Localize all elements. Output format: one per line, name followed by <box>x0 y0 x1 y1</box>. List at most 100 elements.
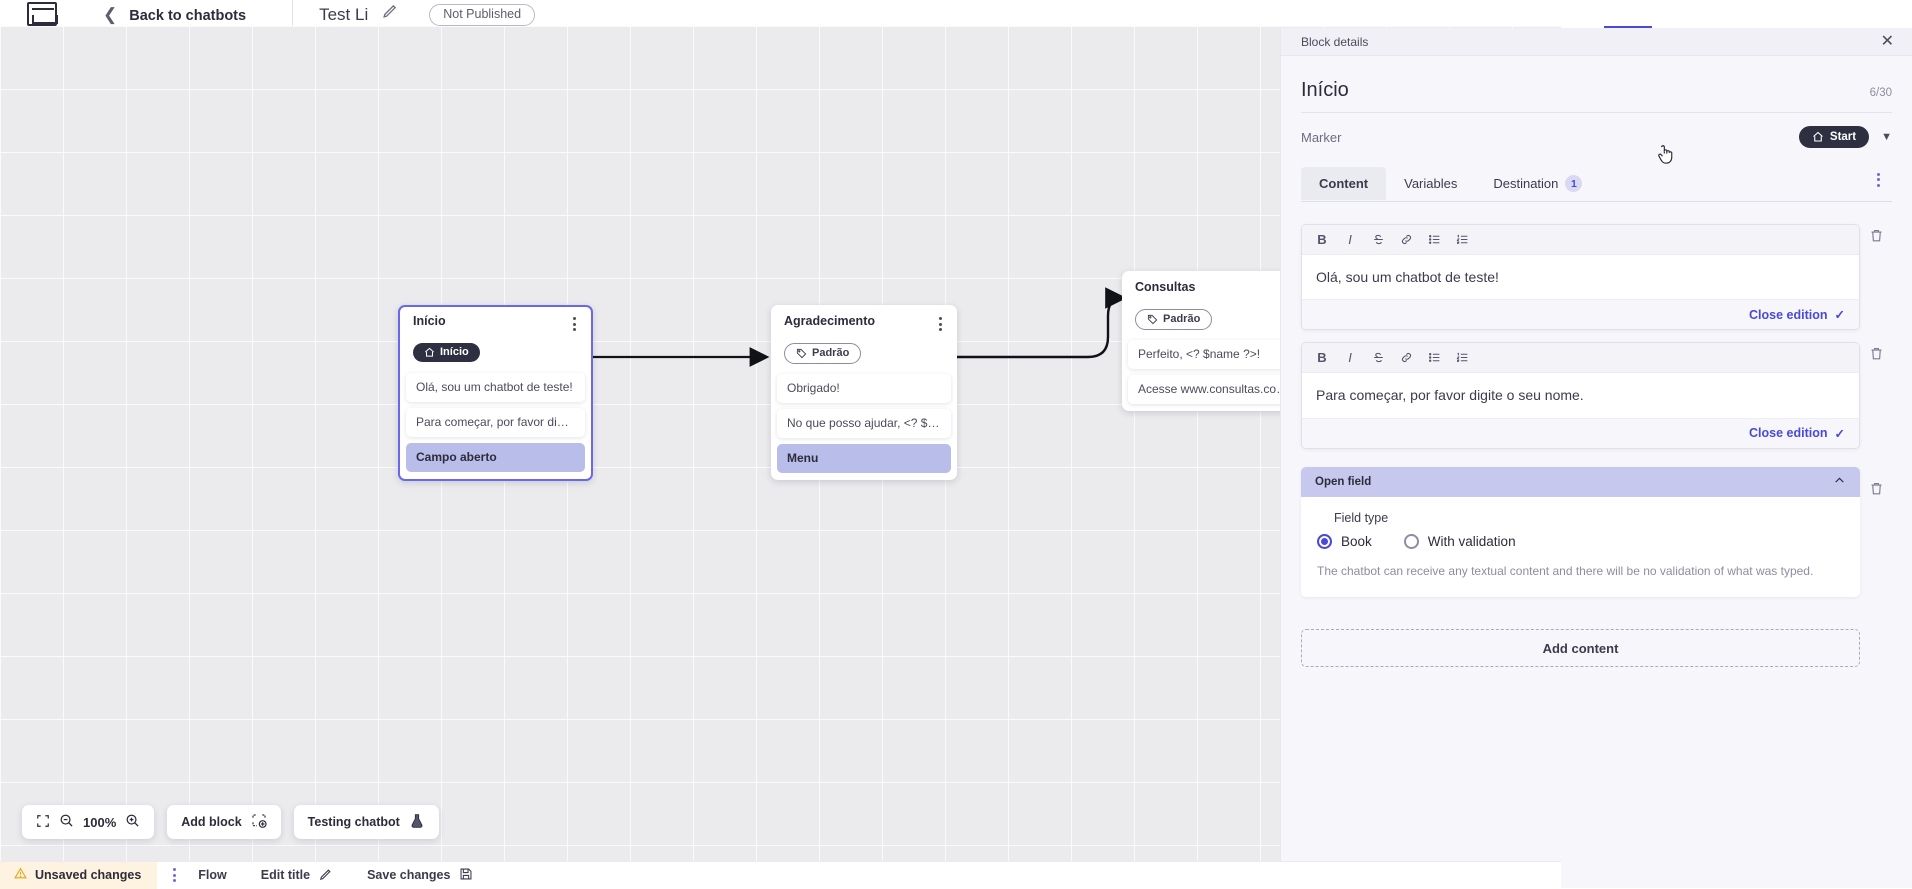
trash-icon[interactable] <box>1860 224 1892 243</box>
editor-footer: Close edition ✓ <box>1302 299 1859 329</box>
back-chevron-icon[interactable]: ❮ <box>103 6 117 26</box>
open-field-card[interactable]: Open field Field type Book <box>1301 467 1860 598</box>
save-changes-label: Save changes <box>367 868 450 882</box>
editor-toolbar: B I <box>1302 343 1859 373</box>
tag-icon <box>1147 314 1158 325</box>
numbered-list-icon[interactable] <box>1448 347 1476 368</box>
italic-icon[interactable]: I <box>1336 347 1364 368</box>
chatbot-title: Test Li <box>319 5 368 26</box>
tab-destination[interactable]: Destination 1 <box>1475 166 1600 201</box>
chevron-down-icon[interactable]: ▼ <box>1881 131 1892 143</box>
content-editor-block: B I <box>1301 342 1892 448</box>
open-field-header[interactable]: Open field <box>1301 467 1860 497</box>
marker-label: Marker <box>1301 130 1341 145</box>
open-field-description: The chatbot can receive any textual cont… <box>1317 562 1844 581</box>
editor-text[interactable]: Para começar, por favor digite o seu nom… <box>1302 373 1602 417</box>
save-changes-button[interactable]: Save changes <box>367 867 473 884</box>
panel-header: Block details ✕ <box>1281 28 1912 56</box>
node-menu-icon[interactable] <box>571 314 578 334</box>
check-icon: ✓ <box>1835 307 1845 322</box>
radio-option-book[interactable]: Book <box>1317 534 1372 549</box>
zoom-out-icon[interactable] <box>59 813 74 831</box>
node-tag-padrao: Padrão <box>784 343 861 364</box>
node-row[interactable]: Perfeito, <? $name ?>! <box>1128 340 1304 369</box>
bold-icon[interactable]: B <box>1308 229 1336 250</box>
node-row[interactable]: Acesse www.consultas.com par... <box>1128 375 1304 404</box>
trash-icon[interactable] <box>1860 467 1892 496</box>
footer-more-options-icon[interactable] <box>173 868 176 882</box>
italic-icon[interactable]: I <box>1336 229 1364 250</box>
tab-content-label: Content <box>1319 176 1368 191</box>
panel-more-options-icon[interactable] <box>1877 173 1892 195</box>
home-icon <box>1812 131 1824 143</box>
radio-label: Book <box>1341 534 1372 549</box>
tab-variables[interactable]: Variables <box>1386 167 1475 200</box>
add-block-button[interactable]: Add block <box>167 805 280 839</box>
close-edition-button[interactable]: Close edition ✓ <box>1749 426 1845 441</box>
destination-count-badge: 1 <box>1565 175 1582 192</box>
marker-value-pill[interactable]: Start <box>1799 126 1869 148</box>
node-row[interactable]: No que posso ajudar, <? $name ... <box>777 409 951 438</box>
numbered-list-icon[interactable] <box>1448 229 1476 250</box>
warning-icon <box>14 867 27 883</box>
trash-icon[interactable] <box>1860 342 1892 361</box>
close-edition-label: Close edition <box>1749 308 1827 322</box>
unsaved-changes-indicator: Unsaved changes <box>0 862 157 889</box>
node-row[interactable]: Obrigado! <box>777 374 951 403</box>
rich-text-editor[interactable]: B I <box>1301 342 1860 448</box>
chevron-up-icon[interactable] <box>1833 474 1846 490</box>
tab-content[interactable]: Content <box>1301 167 1386 200</box>
editor-text[interactable]: Olá, sou um chatbot de teste! <box>1302 255 1859 299</box>
panel-title-row: Início 6/30 <box>1301 56 1892 113</box>
node-rows: Obrigado! No que posso ajudar, <? $name … <box>771 374 957 480</box>
radio-label: With validation <box>1428 534 1516 549</box>
node-row[interactable]: Menu <box>777 444 951 473</box>
add-block-label: Add block <box>181 815 241 829</box>
add-block-icon <box>251 813 267 832</box>
node-tag-label: Padrão <box>1163 313 1200 325</box>
close-icon[interactable]: ✕ <box>1881 34 1894 50</box>
save-icon <box>459 867 473 884</box>
close-edition-button[interactable]: Close edition ✓ <box>1749 307 1845 322</box>
canvas-toolbar: 100% Add block Testing chatbot <box>22 805 439 839</box>
testing-chatbot-label: Testing chatbot <box>308 815 400 829</box>
bold-icon[interactable]: B <box>1308 347 1336 368</box>
content-editor-block: B I <box>1301 224 1892 330</box>
radio-option-with-validation[interactable]: With validation <box>1404 534 1516 549</box>
radio-dot <box>1404 534 1419 549</box>
back-to-chatbots-link[interactable]: Back to chatbots <box>129 8 246 26</box>
field-type-radio-group: Book With validation <box>1317 534 1844 549</box>
testing-chatbot-button[interactable]: Testing chatbot <box>294 805 439 839</box>
pencil-icon[interactable] <box>382 2 399 26</box>
strikethrough-icon[interactable] <box>1364 347 1392 368</box>
status-bar: Unsaved changes Flow Edit title Save cha… <box>0 861 1561 888</box>
rich-text-editor[interactable]: B I <box>1301 224 1860 330</box>
flow-button[interactable]: Flow <box>198 868 226 882</box>
block-details-panel: Block details ✕ Início 6/30 Marker Start… <box>1280 28 1912 888</box>
zoom-in-icon[interactable] <box>125 813 140 831</box>
edit-title-button[interactable]: Edit title <box>261 867 333 884</box>
tab-variables-label: Variables <box>1404 176 1457 191</box>
node-header: Agradecimento <box>771 314 957 334</box>
panel-header-title: Block details <box>1301 35 1368 49</box>
open-field-body: Field type Book With validation The chat… <box>1301 497 1860 598</box>
strikethrough-icon[interactable] <box>1364 229 1392 250</box>
zoom-level: 100% <box>83 815 116 830</box>
fit-screen-icon[interactable] <box>36 814 50 831</box>
link-icon[interactable] <box>1392 229 1420 250</box>
add-content-button[interactable]: Add content <box>1301 629 1860 667</box>
divider <box>292 0 293 26</box>
flow-node-agradecimento[interactable]: Agradecimento Padrão Obrigado! No que po… <box>771 305 957 480</box>
node-menu-icon[interactable] <box>937 314 944 334</box>
marker-control[interactable]: Start ▼ <box>1799 126 1892 148</box>
app-logo[interactable] <box>27 2 57 26</box>
bullet-list-icon[interactable] <box>1420 229 1448 250</box>
bullet-list-icon[interactable] <box>1420 347 1448 368</box>
node-title: Consultas <box>1135 280 1195 294</box>
node-row[interactable]: Olá, sou um chatbot de teste! <box>406 373 585 402</box>
flow-node-inicio[interactable]: Início Início Olá, sou um chatbot de tes… <box>398 305 593 481</box>
node-row[interactable]: Campo aberto <box>406 443 585 472</box>
node-row[interactable]: Para começar, por favor digite o ... <box>406 408 585 437</box>
link-icon[interactable] <box>1392 347 1420 368</box>
node-title: Agradecimento <box>784 314 875 328</box>
